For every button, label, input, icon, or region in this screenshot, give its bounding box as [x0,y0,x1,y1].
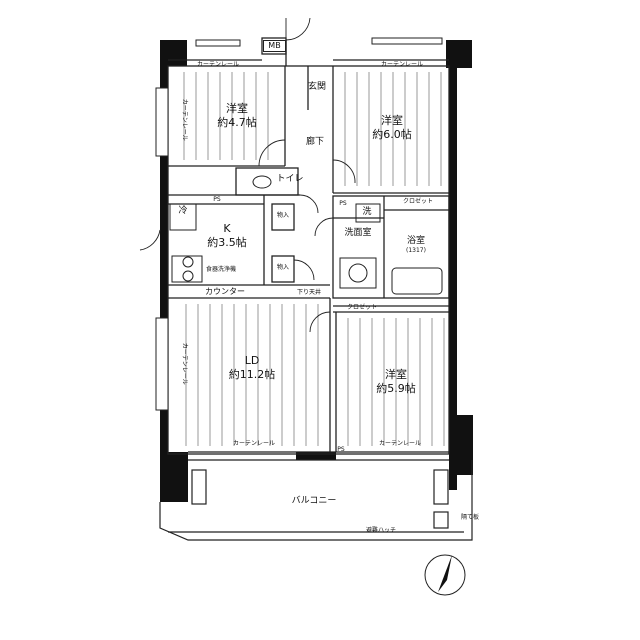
exterior-walls [160,40,473,502]
room-size: 約3.5帖 [207,235,247,249]
fixtures [169,175,443,295]
washer-label: 洗 [362,207,372,217]
entrance-label: 玄関 [307,82,326,92]
washer-box [355,203,381,223]
room-size: 約5.9帖 [376,381,416,395]
balcony-outline [159,460,473,541]
compass-symbol [424,554,466,596]
curtain-rail-label: カーテンレール [378,440,421,447]
closet-label-2: クロゼット [346,304,377,311]
curtain-rail-label: カーテンレール [232,440,275,447]
bathtub [391,267,443,295]
hallway-label: 廊下 [305,137,324,147]
room-name: 洋室 [381,114,403,127]
room-western-se: 洋室 約5.9帖 [370,368,422,396]
room-western-ne: 洋室 約6.0帖 [366,114,418,142]
curtain-rail-label: カーテンレール [180,98,188,141]
room-name: 浴室 [406,236,425,246]
ps-label-2: PS [339,200,347,207]
fridge-box [169,203,197,231]
room-size: 約6.0帖 [372,127,412,141]
ps-label-1: PS [213,196,221,203]
room-kitchen: K 約3.5帖 [202,222,252,250]
kitchen-equip-label: 食器洗浄機 [206,266,237,273]
mb-label: MB [263,40,286,52]
room-western-nw: 洋室 約4.7帖 [212,102,262,130]
washbasin [348,263,368,283]
room-size: 約11.2帖 [228,367,276,381]
kitchen-sink [171,255,203,283]
floorboard-lines [183,72,445,446]
door-swings [139,17,356,333]
room-size: 約4.7帖 [217,115,257,129]
room-name: K [223,222,231,235]
ceiling-drop-label: 下り天井 [296,289,321,296]
ps-label-3: PS [337,446,345,453]
vanity [339,257,377,289]
curtain-rail-label: カーテンレール [380,61,423,68]
curtain-rail-label: カーテンレール [180,342,188,385]
stove-burner [182,256,194,268]
counter-label: カウンター [205,287,245,296]
balcony-label: バルコニー [291,496,337,506]
fridge-label: 冷 [178,206,188,216]
emergency-hatch-label: 避難ハッチ [366,527,397,534]
curtain-rail-label: カーテンレール [196,61,239,68]
windows [155,37,443,411]
washroom-label: 洗面室 [344,228,372,238]
room-size: (1317) [406,247,426,255]
partition-label: 隔て板 [460,514,479,521]
room-name: 洋室 [226,102,248,115]
room-bath: 浴室 (1317) [396,236,436,255]
storage-label-2: 物入 [276,264,289,271]
room-name: 洋室 [385,368,407,381]
toilet-bowl [252,175,272,189]
room-ld: LD 約11.2帖 [224,354,280,382]
room-name: LD [244,354,260,367]
toilet-label: トイレ [276,174,304,184]
stove-burner [182,270,194,282]
closet-label-1: クロゼット [402,198,433,205]
storage-label-1: 物入 [276,212,289,219]
